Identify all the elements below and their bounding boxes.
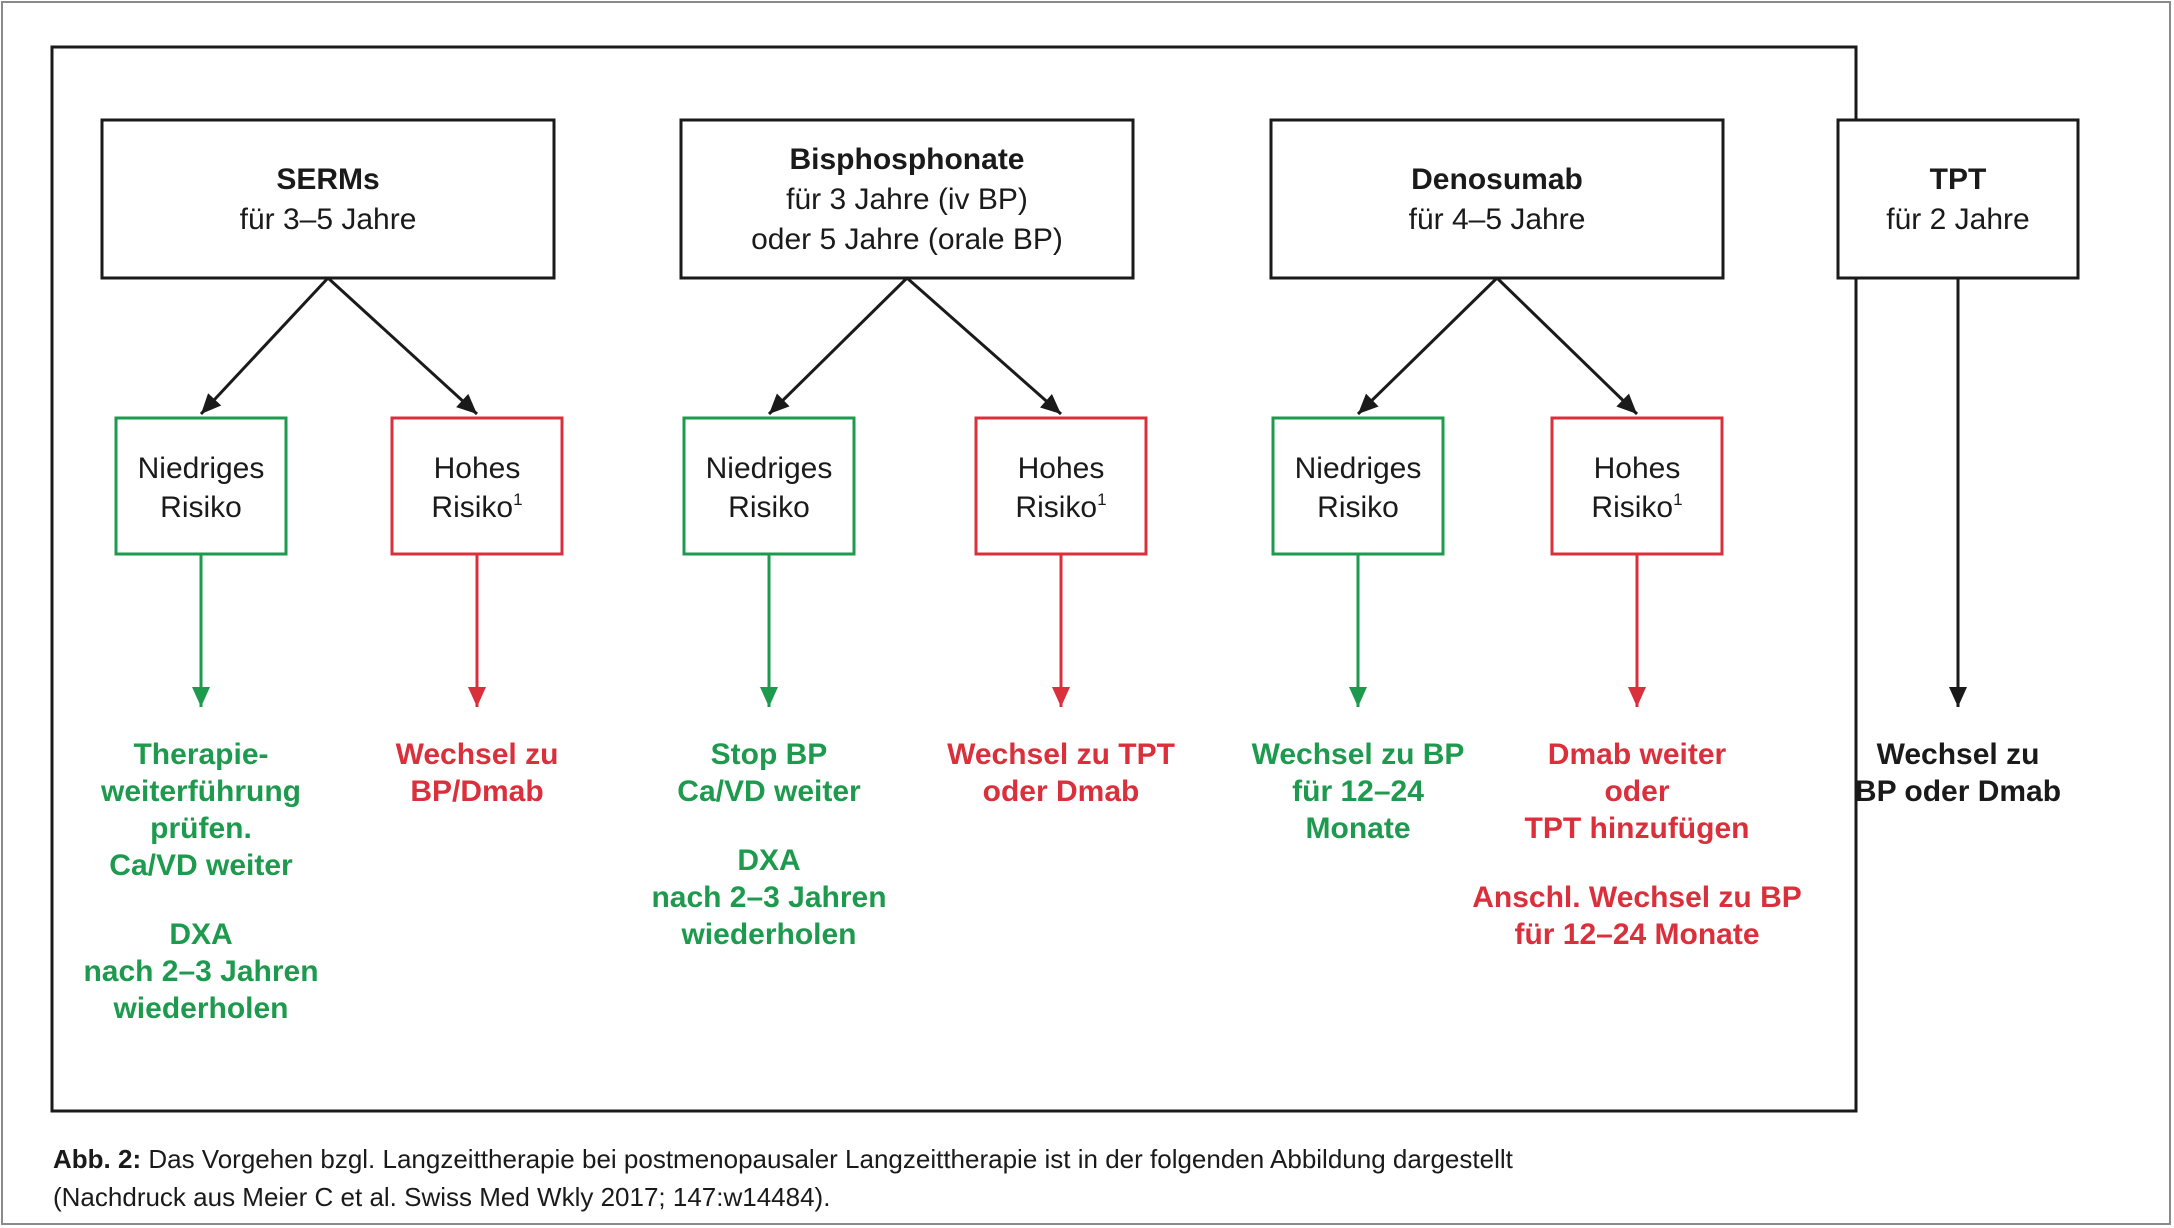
- branch-arrow-denosumab-low-line: [1356, 276, 1499, 416]
- branch-arrow-serms-low-head: [201, 393, 222, 414]
- risk-label-word: Risiko: [1591, 491, 1673, 524]
- risk-box-low: [682, 416, 856, 556]
- risk-label: Niedriges: [138, 452, 265, 485]
- outcome-text-low: für 12–24: [1292, 775, 1424, 808]
- risk-label-word: Risiko: [728, 491, 810, 524]
- branch-arrow-denosumab-high-head: [1616, 393, 1637, 414]
- therapy-title-denosumab: Denosumab: [1411, 163, 1583, 196]
- outcome-text-low: wiederholen: [680, 918, 856, 951]
- diagram-border: [50, 45, 1858, 1113]
- outcome-text-low: nach 2–3 Jahren: [83, 955, 318, 988]
- risk-box-low: [114, 416, 288, 556]
- risk-label: Risiko: [728, 491, 810, 524]
- branch-arrow-denosumab-high-line: [1495, 276, 1639, 416]
- risk-box-high: [390, 416, 564, 556]
- risk-label: Hohes: [1018, 452, 1105, 485]
- outcome-arrow-serms-low-head: [192, 687, 210, 707]
- risk-label: Risiko1: [1591, 490, 1682, 524]
- risk-label: Hohes: [1594, 452, 1681, 485]
- footnote-marker: 1: [1673, 490, 1682, 509]
- figure-caption: Abb. 2: Das Vorgehen bzgl. Langzeitthera…: [53, 1140, 2133, 1216]
- outcome-text-high: TPT hinzufügen: [1525, 812, 1750, 845]
- branch-arrow-bisphosphonate-low-line: [767, 276, 909, 416]
- outcome-text-high: oder Dmab: [983, 775, 1140, 808]
- outcome-text-low: Monate: [1306, 812, 1411, 845]
- therapy-duration: für 3 Jahre (iv BP): [786, 183, 1028, 216]
- therapy-duration: oder 5 Jahre (orale BP): [751, 223, 1063, 256]
- outcome-text-high: oder: [1604, 775, 1669, 808]
- risk-box-low: [1271, 416, 1445, 556]
- caption-line-2: (Nachdruck aus Meier C et al. Swiss Med …: [53, 1182, 831, 1212]
- outcome-text-neutral: Wechsel zu: [1877, 738, 2040, 771]
- risk-label: Risiko: [160, 491, 242, 524]
- outcome-text-high: Wechsel zu TPT: [947, 738, 1175, 771]
- caption-label: Abb. 2:: [53, 1144, 142, 1174]
- risk-label: Niedriges: [1295, 452, 1422, 485]
- outcome-text-high: Wechsel zu: [396, 738, 559, 771]
- outcome-arrow-denosumab-low-head: [1349, 687, 1367, 707]
- column-denosumab: Denosumab für 4–5 JahreNiedrigesRisikoWec…: [1252, 118, 1802, 951]
- therapy-box-serms: [100, 118, 556, 280]
- branch-arrow-bisphosphonate-high-head: [1040, 394, 1061, 414]
- outcome-arrow-tpt-head: [1949, 687, 1967, 707]
- therapy-box-tpt: [1836, 118, 2080, 280]
- branch-arrow-serms-high-line: [326, 276, 479, 416]
- footnote-marker: 1: [1097, 490, 1106, 509]
- outcome-text-low: nach 2–3 Jahren: [651, 881, 886, 914]
- outcome-text-low: weiterführung: [100, 775, 301, 808]
- outcome-arrow-denosumab-high-head: [1628, 687, 1646, 707]
- therapy-title-bisphosphonate: Bisphosphonate: [789, 143, 1024, 176]
- therapy-box-denosumab: [1269, 118, 1725, 280]
- risk-label: Hohes: [434, 452, 521, 485]
- risk-label: Risiko1: [431, 490, 522, 524]
- branch-arrow-serms-low-line: [199, 276, 330, 416]
- risk-label-word: Risiko: [1317, 491, 1399, 524]
- caption-line-1: Abb. 2: Das Vorgehen bzgl. Langzeitthera…: [53, 1140, 2133, 1178]
- therapy-duration: für 4–5 Jahre: [1409, 203, 1586, 236]
- risk-label: Niedriges: [706, 452, 833, 485]
- therapy-title-serms: SERMs: [276, 163, 379, 196]
- outcome-text-low: prüfen.: [150, 812, 252, 845]
- outcome-text-low: Wechsel zu BP: [1252, 738, 1465, 771]
- risk-label-word: Risiko: [160, 491, 242, 524]
- branch-arrow-bisphosphonate-low-head: [769, 393, 790, 414]
- risk-box-high: [974, 416, 1148, 556]
- therapy-duration: für 3–5 Jahre: [240, 203, 417, 236]
- therapy-duration: für 2 Jahre: [1886, 203, 2029, 236]
- outcome-text-high: für 12–24 Monate: [1514, 918, 1759, 951]
- outcome-text-low: DXA: [737, 844, 800, 877]
- outcome-text-neutral: BP oder Dmab: [1855, 775, 2061, 808]
- outcome-text-low: Therapie-: [133, 738, 268, 771]
- outcome-arrow-bisphosphonate-low-head: [760, 687, 778, 707]
- outcome-text-high: BP/Dmab: [410, 775, 543, 808]
- caption-text-1: Das Vorgehen bzgl. Langzeittherapie bei …: [148, 1144, 1513, 1174]
- risk-label-word: Risiko: [431, 491, 513, 524]
- risk-box-high: [1550, 416, 1724, 556]
- outcome-text-low: Ca/VD weiter: [677, 775, 861, 808]
- outcome-text-high: Anschl. Wechsel zu BP: [1472, 881, 1802, 914]
- risk-label: Risiko: [1317, 491, 1399, 524]
- footnote-marker: 1: [513, 490, 522, 509]
- outcome-text-low: Ca/VD weiter: [109, 849, 293, 882]
- branch-arrow-bisphosphonate-high-line: [906, 276, 1062, 416]
- therapy-title-tpt: TPT: [1930, 163, 1987, 196]
- outcome-text-low: DXA: [169, 918, 232, 951]
- column-serms: SERMs für 3–5 JahreNiedrigesRisikoTherapi…: [83, 118, 564, 1025]
- branch-arrow-denosumab-low-head: [1358, 393, 1379, 414]
- outcome-text-low: wiederholen: [112, 992, 288, 1025]
- outcome-text-low: Stop BP: [711, 738, 828, 771]
- outcome-arrow-serms-high-head: [468, 687, 486, 707]
- risk-label: Risiko1: [1015, 490, 1106, 524]
- outcome-arrow-bisphosphonate-high-head: [1052, 687, 1070, 707]
- branch-arrow-serms-high-head: [456, 393, 477, 414]
- risk-label-word: Risiko: [1015, 491, 1097, 524]
- column-bisphosphonate: Bisphosphonate für 3 Jahre (iv BP) oder 5 …: [651, 118, 1175, 951]
- outcome-text-high: Dmab weiter: [1548, 738, 1727, 771]
